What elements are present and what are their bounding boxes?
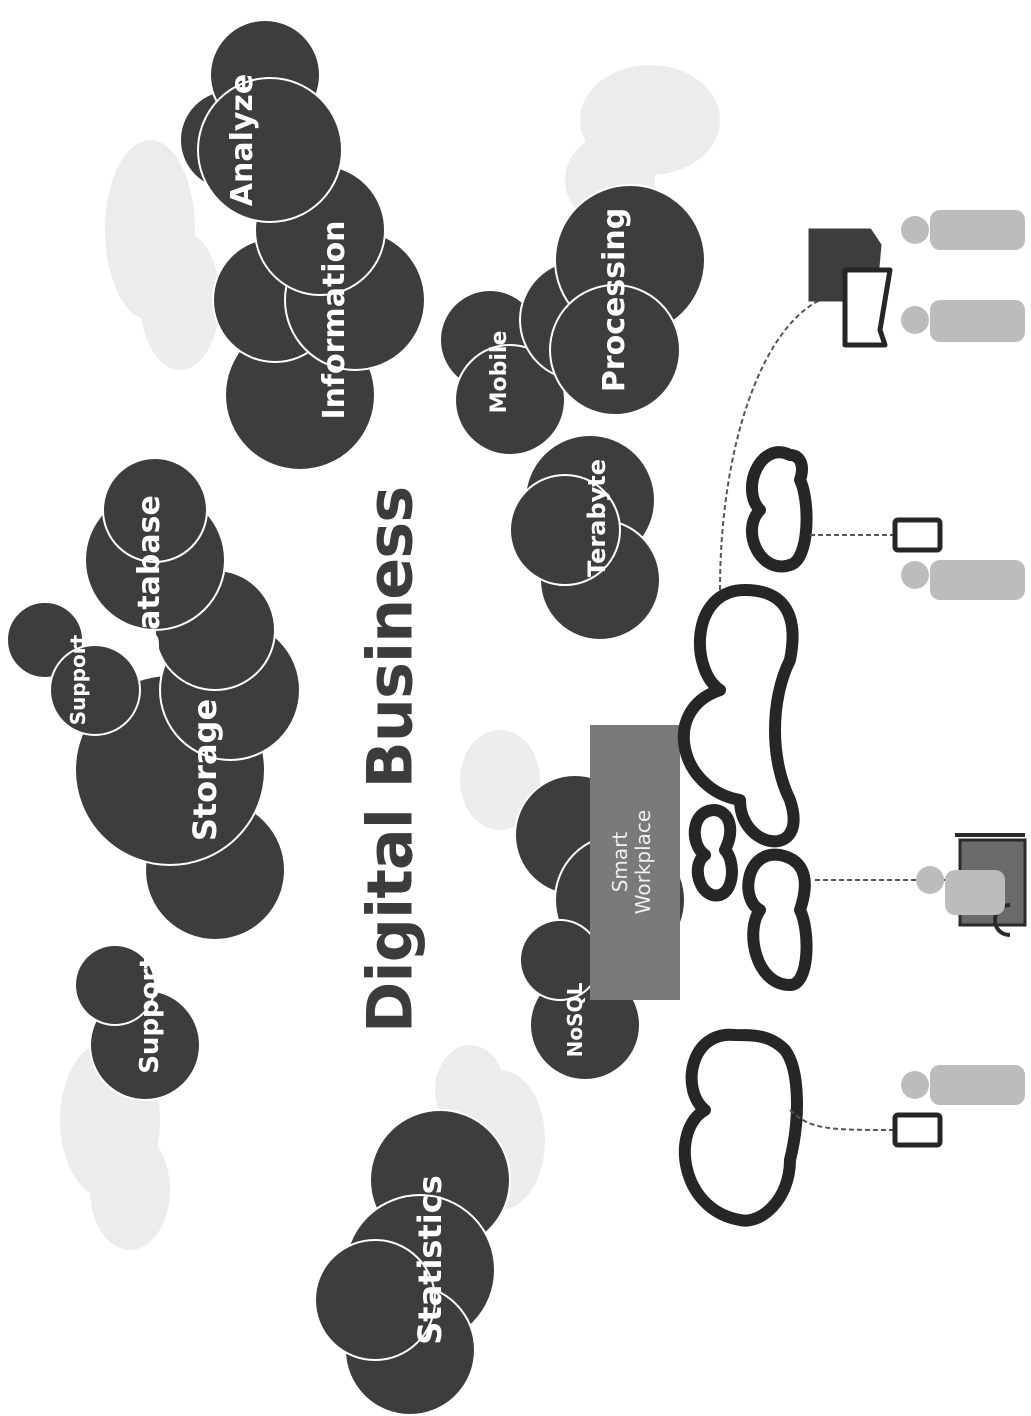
phone-devices	[892, 517, 943, 1148]
cloud-label-storage: Storage	[186, 698, 224, 842]
cloud-cluster-processing	[439, 184, 706, 641]
cloud-label-nosql: NoSQL	[563, 982, 587, 1058]
cloud-label-support-bottom: Support	[135, 956, 165, 1074]
cloud-label-support-top: Support	[66, 634, 90, 726]
smart-workplace-label: Smart Workplace	[608, 809, 655, 915]
cloud-statistics	[314, 1109, 511, 1416]
outline-clouds	[677, 446, 813, 1227]
smart-workplace-line1: Smart	[608, 831, 632, 893]
speech-bubbles	[808, 228, 893, 348]
smart-workplace-line2: Workplace	[631, 809, 655, 915]
page-title: Digital Business	[353, 486, 427, 1034]
cloud-label-processing: Processing	[597, 207, 632, 393]
cloud-label-analyze: Analyze	[225, 73, 260, 207]
cloud-label-mobile: Mobile	[487, 330, 512, 414]
cloud-cluster-analyze	[179, 19, 426, 471]
smart-workplace-box	[590, 725, 680, 1000]
people	[901, 210, 1025, 1105]
cloud-label-database: Database	[132, 495, 167, 655]
cloud-label-statistics: Statistics	[411, 1175, 449, 1345]
cloud-label-information: Information	[317, 220, 352, 420]
cloud-label-terabyte: Terabyte	[583, 458, 611, 578]
cloud-cluster-storage	[6, 457, 301, 1101]
connectors	[719, 299, 960, 1131]
